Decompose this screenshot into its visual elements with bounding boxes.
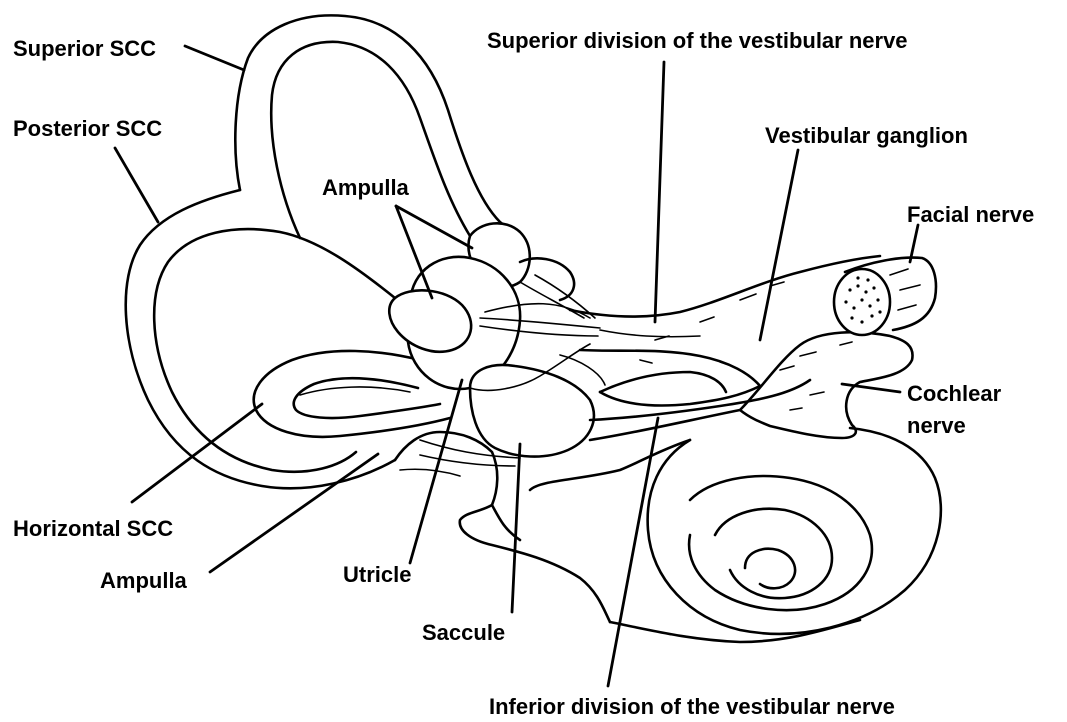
saccule-shape (470, 365, 594, 457)
superior-scc-label: Superior SCC (13, 36, 156, 61)
superior-division-label: Superior division of the vestibular nerv… (487, 28, 908, 53)
cochlea-shape (648, 428, 941, 634)
saccule-label: Saccule (422, 620, 505, 645)
vestibular-ganglion-label: Vestibular ganglion (765, 123, 968, 148)
cochlear-nerve-shape (740, 332, 913, 438)
horizontal-scc-label: Horizontal SCC (13, 516, 173, 541)
cochlear-nerve-label-line2: nerve (907, 413, 966, 438)
utricle-label: Utricle (343, 562, 411, 587)
leader-vestibular-ganglion (760, 150, 798, 340)
cochlear-nerve-label-line1: Cochlear (907, 381, 1001, 406)
leader-inferior-division (608, 418, 658, 686)
leader-superior-division (655, 62, 664, 322)
leader-saccule (512, 444, 520, 612)
ampulla-bottom-label: Ampulla (100, 568, 187, 593)
facial-nerve-label: Facial nerve (907, 202, 1034, 227)
leader-horizontal-scc (132, 404, 262, 502)
ampulla-top-label: Ampulla (322, 175, 409, 200)
vestibule-base (395, 432, 610, 622)
leader-posterior-scc (115, 148, 158, 222)
leader-superior-scc (185, 46, 244, 70)
posterior-scc-label: Posterior SCC (13, 116, 162, 141)
posterior-scc-canal (126, 190, 395, 488)
leader-ampulla-top-1 (396, 206, 472, 248)
inferior-division-label: Inferior division of the vestibular nerv… (489, 694, 895, 719)
facial-nerve-shape (834, 258, 936, 335)
